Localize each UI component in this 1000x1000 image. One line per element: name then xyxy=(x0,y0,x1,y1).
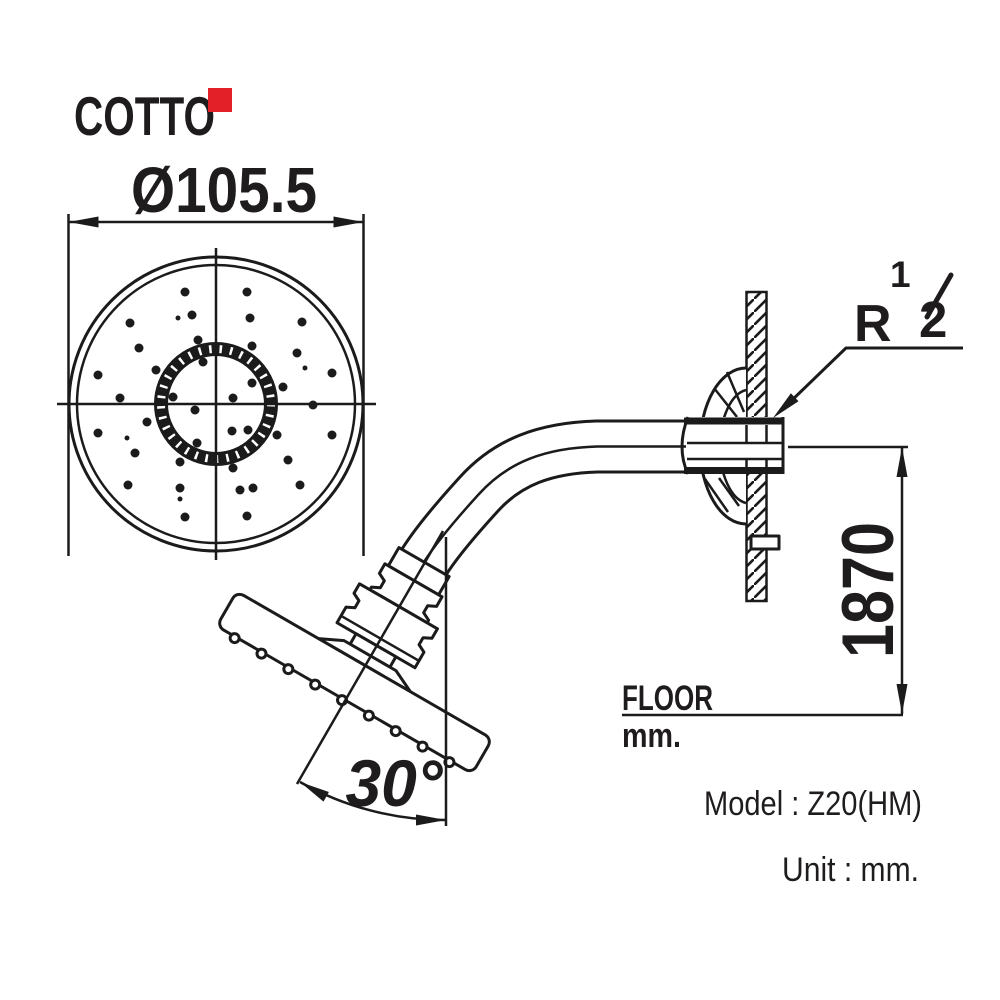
unit-label: Unit : mm. xyxy=(782,851,919,889)
nozzle-dot xyxy=(177,496,183,502)
nozzle-dot xyxy=(115,393,125,403)
nozzle-dot xyxy=(327,368,337,378)
wall-pipe-tab xyxy=(749,534,781,551)
shower-arm xyxy=(401,419,692,577)
nozzle-dot xyxy=(93,370,103,380)
nozzle-dot xyxy=(228,463,238,473)
nozzle-dot xyxy=(292,348,302,358)
side-view: 30° R 1 2 1870 FLOOR mm. xyxy=(218,254,963,826)
diameter-label: Ø105.5 xyxy=(131,154,317,226)
nozzle-dot xyxy=(125,318,135,328)
nozzle-dot xyxy=(247,341,257,351)
floor-unit-label: mm. xyxy=(622,717,681,755)
nozzle-dot xyxy=(272,430,282,440)
nozzle-dot xyxy=(242,511,252,521)
thread-callout: R 1 2 xyxy=(773,254,963,418)
arm-centerline xyxy=(422,445,692,563)
nozzle-dot xyxy=(242,287,252,297)
brand-logo: COTTO xyxy=(74,85,232,147)
nozzle-dot xyxy=(151,365,161,375)
height-label: 1870 xyxy=(828,522,909,658)
arrowhead-left xyxy=(68,216,99,228)
footer: Model : Z20(HM) Unit : mm. xyxy=(704,785,922,889)
arc-arrowhead-left xyxy=(300,782,329,802)
thread-label-denominator: 2 xyxy=(919,291,947,348)
nozzle-dot xyxy=(175,483,185,493)
nozzle-dot xyxy=(297,317,307,327)
nozzle-dot xyxy=(130,448,140,458)
axis-reference-line xyxy=(295,530,445,785)
nozzle-dot xyxy=(124,435,130,441)
nozzle-dot xyxy=(123,480,133,490)
nozzle-dot xyxy=(198,357,208,367)
nozzle-dot xyxy=(187,310,197,320)
nozzle-dot xyxy=(180,287,190,297)
nozzle-dot xyxy=(175,315,181,321)
floor-reference: FLOOR mm. xyxy=(622,679,903,755)
height-dimension: 1870 xyxy=(788,445,909,714)
nozzle-dot xyxy=(180,512,190,522)
nozzle-dot xyxy=(243,425,253,435)
nozzle-dot xyxy=(247,378,257,388)
arrowhead-bottom xyxy=(896,684,908,714)
logo-red-square-icon xyxy=(208,88,232,112)
nozzle-dot xyxy=(248,483,258,493)
nozzle-dot xyxy=(193,335,203,345)
arrowhead-top xyxy=(896,447,908,477)
logo-text: COTTO xyxy=(74,85,215,147)
nozzle-dot xyxy=(134,343,144,353)
nozzle-dot xyxy=(302,365,308,371)
nozzle-dot xyxy=(142,417,152,427)
diameter-dimension: Ø105.5 xyxy=(67,154,365,556)
nozzle-dot xyxy=(245,313,255,323)
leader-arrowhead xyxy=(773,393,799,418)
nozzle-dot xyxy=(192,438,202,448)
nozzle-dot xyxy=(278,382,288,392)
nozzle-dot xyxy=(235,485,245,495)
leader-line xyxy=(786,346,963,406)
floor-label: FLOOR xyxy=(622,679,713,718)
nozzle-dot xyxy=(175,457,185,467)
thread-label-r: R xyxy=(854,295,892,353)
thread-label-numerator: 1 xyxy=(890,254,911,295)
wall-union-nut xyxy=(680,416,785,475)
nozzle-dot xyxy=(93,428,103,438)
nozzle-dots xyxy=(93,287,337,522)
nozzle-dot xyxy=(295,480,305,490)
fraction-slash xyxy=(924,272,954,320)
nozzle-dot xyxy=(228,393,238,403)
nozzle-dot xyxy=(168,392,178,402)
model-label: Model : Z20(HM) xyxy=(704,785,922,823)
top-view: Ø105.5 xyxy=(57,154,376,560)
nozzle-dot xyxy=(308,400,318,410)
arrowhead-right xyxy=(333,216,364,228)
nozzle-dot xyxy=(283,455,293,465)
nozzle-dot xyxy=(227,426,237,436)
arc-arrowhead-right xyxy=(416,814,446,826)
nozzle-dot xyxy=(190,405,200,415)
angle-dimension: 30° xyxy=(295,530,448,826)
nozzle-dot xyxy=(327,430,337,440)
angle-label: 30° xyxy=(346,746,444,820)
